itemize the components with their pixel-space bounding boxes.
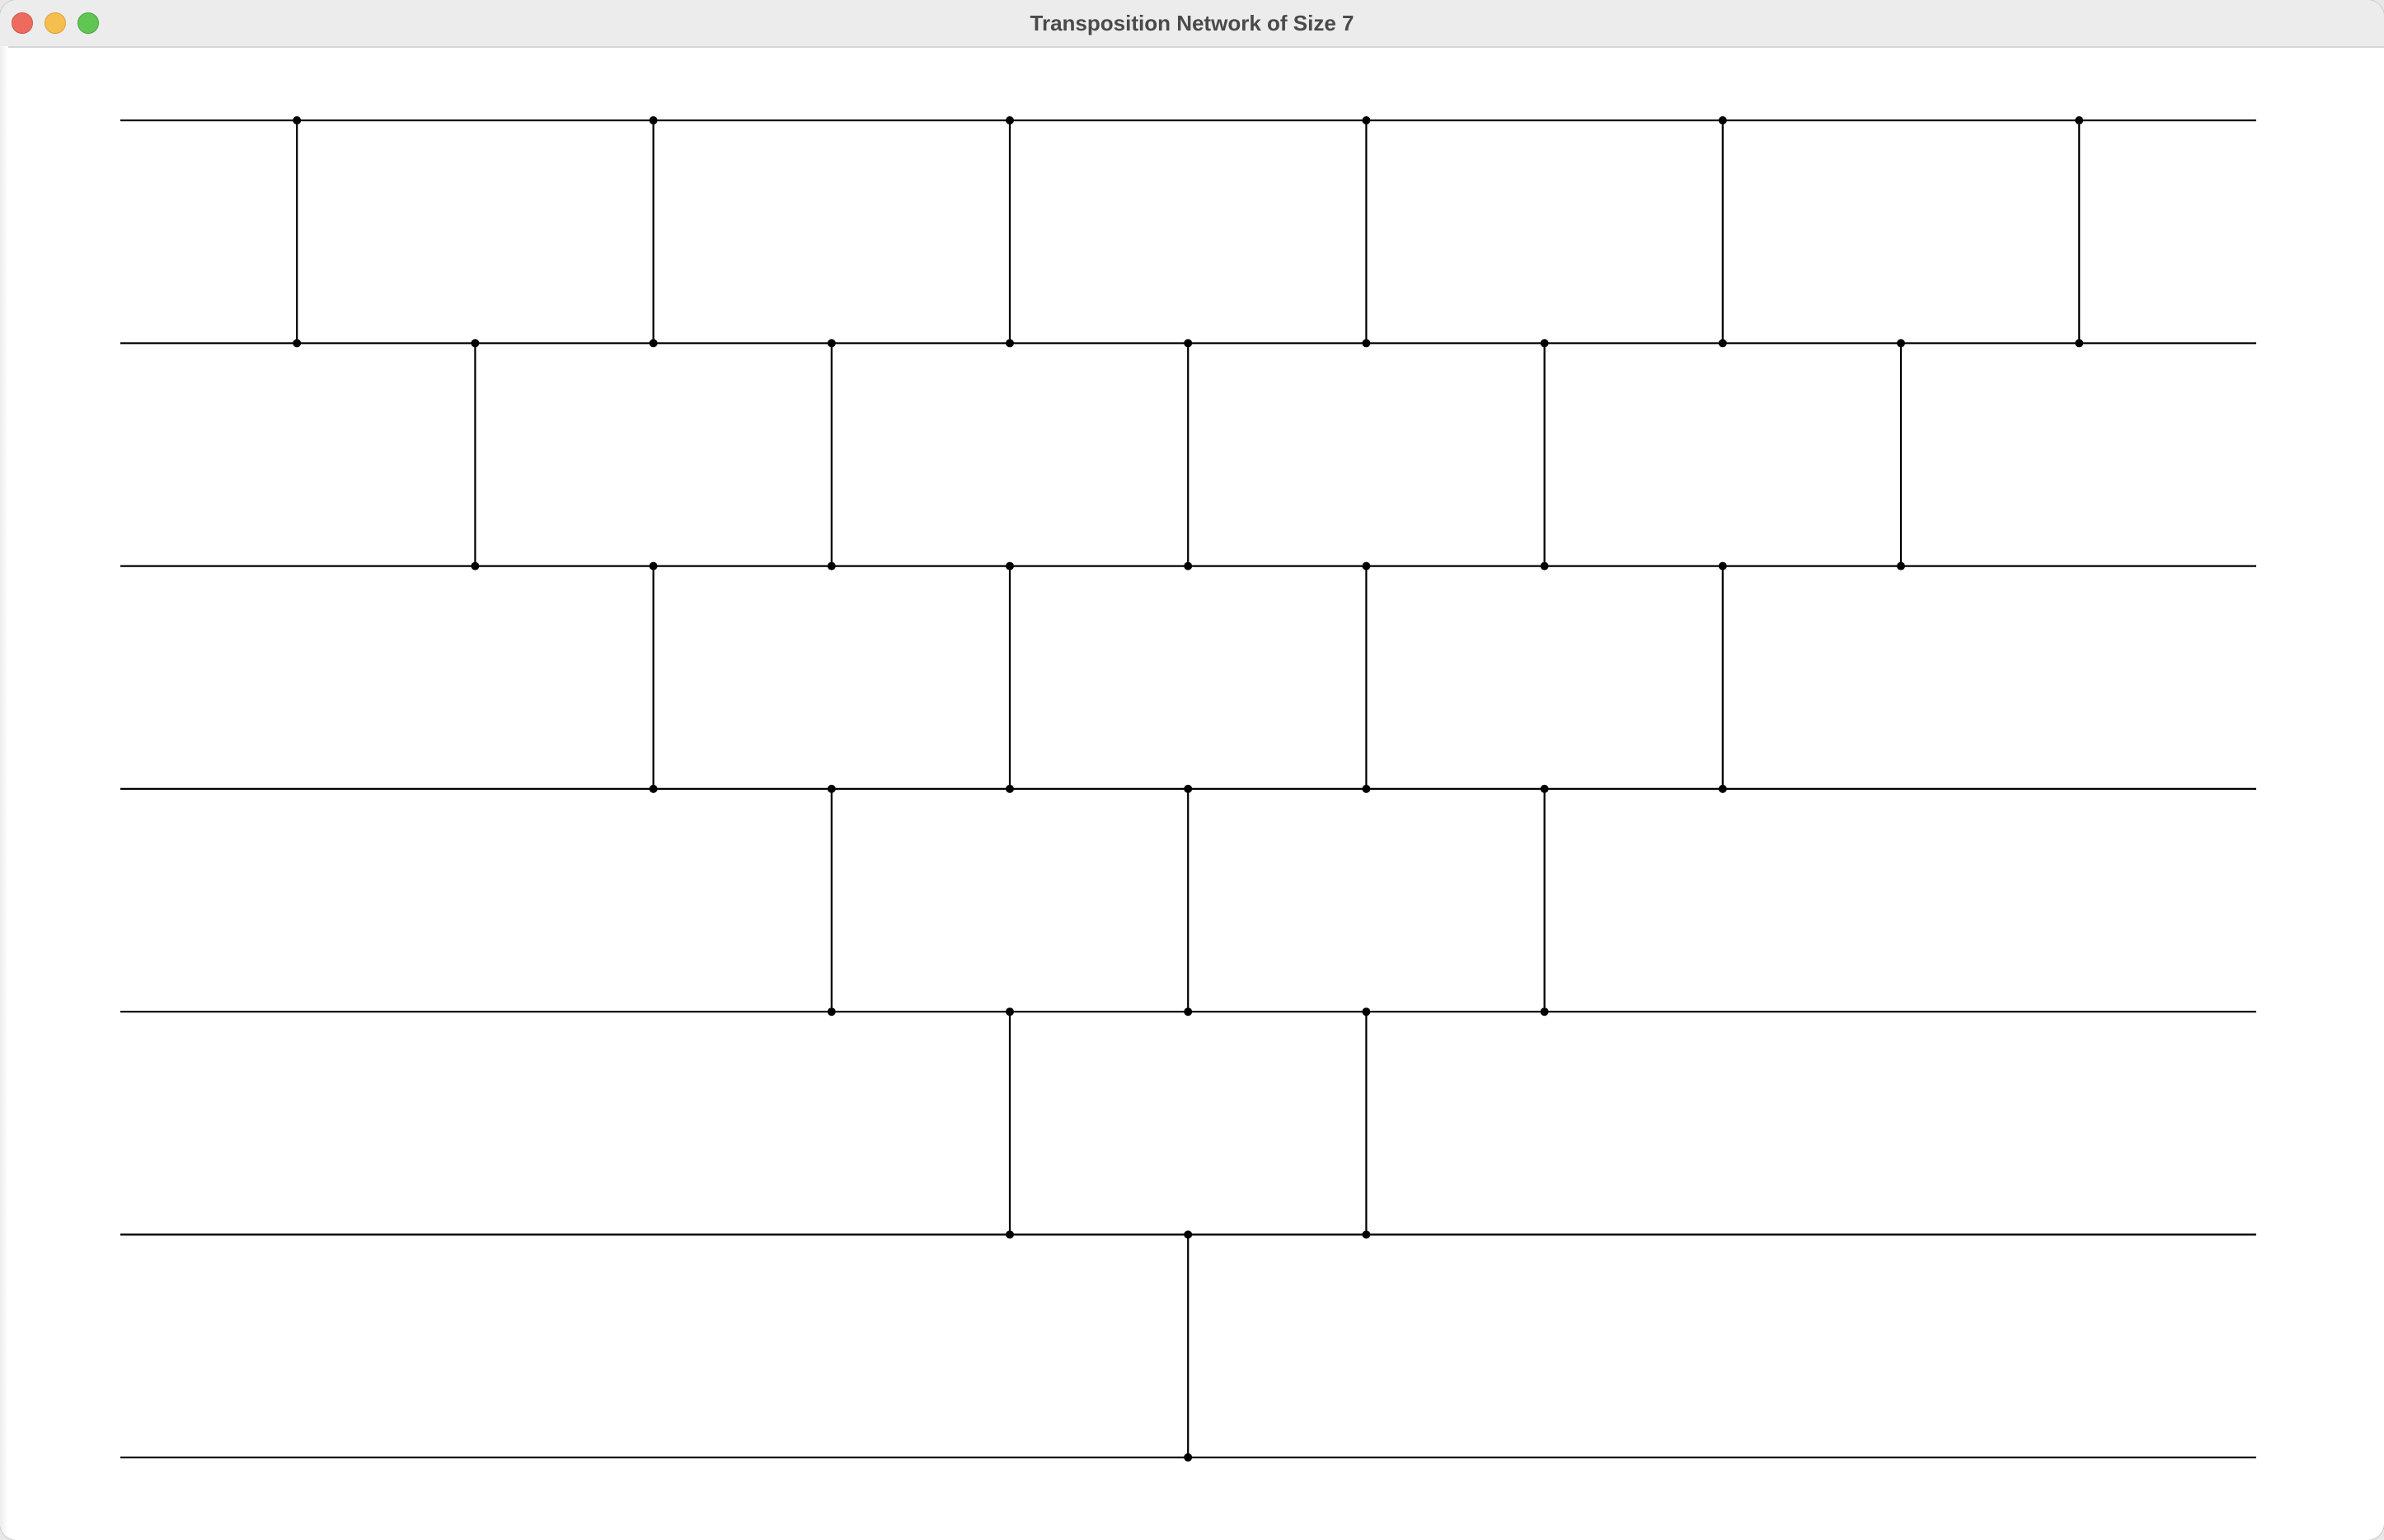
comparator-node (1184, 1453, 1193, 1462)
comparator-node (1362, 784, 1371, 793)
comparator-node (1718, 339, 1727, 348)
comparator-node (1362, 116, 1371, 124)
comparator-15 (1362, 1007, 1371, 1239)
comparator-11 (1184, 784, 1193, 1016)
comparator-node (827, 339, 836, 348)
comparator-4 (649, 561, 658, 793)
comparator-node (1184, 1230, 1193, 1239)
comparator-node (827, 561, 836, 570)
close-button[interactable] (12, 12, 33, 34)
comparator-16 (1540, 339, 1549, 570)
content-edge-shadow (0, 46, 8, 1540)
comparator-node (2075, 339, 2084, 348)
comparator-10 (1184, 339, 1193, 570)
comparator-node (1362, 1007, 1371, 1016)
comparator-node (649, 784, 658, 793)
comparator-node (1718, 784, 1727, 793)
comparator-2 (471, 339, 480, 570)
comparator-20 (1897, 339, 1905, 570)
comparator-1 (293, 116, 302, 348)
comparator-node (1540, 1007, 1549, 1016)
comparator-node (1897, 339, 1905, 348)
comparator-node (1540, 561, 1549, 570)
comparator-node (827, 1007, 836, 1016)
comparator-node (1540, 339, 1549, 348)
comparator-node (1006, 1007, 1014, 1016)
comparator-21 (2075, 116, 2084, 348)
window-title: Transposition Network of Size 7 (1030, 11, 1354, 35)
comparator-node (1184, 561, 1193, 570)
comparator-node (1006, 1230, 1014, 1239)
comparator-node (1184, 339, 1193, 348)
comparator-14 (1362, 561, 1371, 793)
comparator-node (1362, 1230, 1371, 1239)
comparator-node (1540, 784, 1549, 793)
comparator-node (471, 339, 480, 348)
comparator-node (1184, 1007, 1193, 1016)
comparator-9 (1006, 1007, 1014, 1239)
comparator-17 (1540, 784, 1549, 1016)
comparator-node (649, 116, 658, 124)
canvas-area (7, 49, 2377, 1533)
minimize-button[interactable] (45, 12, 66, 34)
comparator-node (2075, 116, 2084, 124)
title-bar[interactable]: Transposition Network of Size 7 (0, 0, 2384, 48)
comparator-19 (1718, 561, 1727, 793)
comparator-node (827, 784, 836, 793)
comparator-node (1718, 116, 1727, 124)
comparator-node (1006, 339, 1014, 348)
comparator-node (1362, 561, 1371, 570)
comparator-node (649, 561, 658, 570)
comparator-12 (1184, 1230, 1193, 1462)
comparator-node (1006, 561, 1014, 570)
comparator-node (1897, 561, 1905, 570)
comparator-18 (1718, 116, 1727, 348)
comparator-8 (1006, 561, 1014, 793)
comparator-node (471, 561, 480, 570)
comparator-node (1184, 784, 1193, 793)
comparator-3 (649, 116, 658, 348)
comparator-node (1718, 561, 1727, 570)
comparator-node (1006, 116, 1014, 124)
comparator-node (649, 339, 658, 348)
comparator-node (293, 339, 302, 348)
comparator-node (293, 116, 302, 124)
comparator-6 (827, 784, 836, 1016)
comparator-node (1006, 784, 1014, 793)
comparator-7 (1006, 116, 1014, 348)
comparator-13 (1362, 116, 1371, 348)
zoom-button[interactable] (77, 12, 99, 34)
comparator-5 (827, 339, 836, 570)
comparator-node (1362, 339, 1371, 348)
